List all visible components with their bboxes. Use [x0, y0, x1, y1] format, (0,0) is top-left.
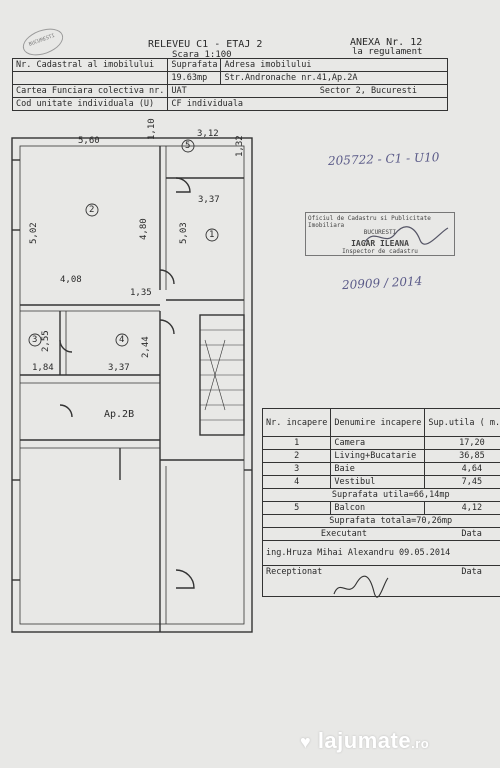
watermark: ♥ lajumate.ro: [300, 728, 430, 753]
table-row: 3 Baie 4,64: [261, 462, 500, 476]
dim-label: 4,80: [139, 218, 149, 240]
executant-label: Executant: [261, 527, 425, 541]
executant-signature: [333, 575, 389, 598]
official-stamp: Oficiul de Cadastru si Publicitate Imobi…: [305, 212, 455, 256]
receptionist-date-label: Data: [424, 565, 500, 597]
signature: [364, 226, 449, 245]
table-row: 4 Vestibul 7,45: [261, 475, 500, 489]
col-header-nr: Nr. incapere: [261, 408, 332, 437]
dim-label: 4,08: [60, 275, 82, 285]
dim-label: 2,44: [141, 336, 151, 358]
dim-label: 5,02: [29, 222, 39, 244]
total-area: Suprafata totala=70,26mp: [261, 514, 500, 528]
dim-label: 5,03: [179, 222, 189, 244]
dim-label: 2,55: [41, 330, 51, 352]
dim-label: 1,84: [32, 363, 54, 373]
room-number: 5: [185, 141, 191, 151]
table-row: 5 Balcon 4,12: [261, 501, 500, 515]
dim-label: 3,12: [197, 129, 219, 139]
room-number: 2: [89, 205, 95, 215]
table-row: 1 Camera 17,20: [261, 436, 500, 450]
dim-label: 1,32: [235, 135, 245, 157]
dim-label: 1,35: [130, 288, 152, 298]
dim-label: 3,37: [198, 195, 220, 205]
annex-subtitle: la regulament: [352, 47, 423, 57]
col-header-name: Denumire incapere: [330, 408, 426, 437]
outer-wall: [11, 137, 253, 633]
annex-title: ANEXA Nr. 12: [350, 37, 423, 48]
rooms-area-table: Nr. incapere Denumire incapere Sup.utila…: [261, 408, 500, 597]
unit-code-label: Cod unitate individuala (U): [11, 97, 169, 111]
room-number: 3: [32, 335, 38, 345]
col-header-area: Sup.utila ( m.p.): [424, 408, 500, 437]
cf-label: CF individuala: [167, 97, 448, 111]
apartment-label: Ap.2B: [104, 409, 135, 420]
date-label: Data: [424, 527, 500, 541]
dim-label: 5,60: [78, 136, 100, 146]
useful-area-total: Suprafata utila=66,14mp: [261, 488, 500, 502]
dim-label: 3,37: [108, 363, 130, 373]
scale-label: Scara 1:100: [172, 50, 232, 60]
room-number: 4: [119, 335, 125, 345]
dim-label: 1,10: [147, 118, 157, 140]
room-number: 1: [209, 230, 215, 240]
table-row: 2 Living+Bucatarie 36,85: [261, 449, 500, 463]
executant-name: ing.Hruza Mihai Alexandru 09.05.2014: [261, 540, 500, 566]
watermark-logo-icon: ♥: [300, 732, 312, 752]
receptionist-label: Receptionat: [261, 565, 425, 597]
document-title: RELEVEU C1 - ETAJ 2: [148, 39, 263, 50]
property-info-table: Nr. Cadastral al imobilului Suprafata Ad…: [11, 58, 448, 111]
